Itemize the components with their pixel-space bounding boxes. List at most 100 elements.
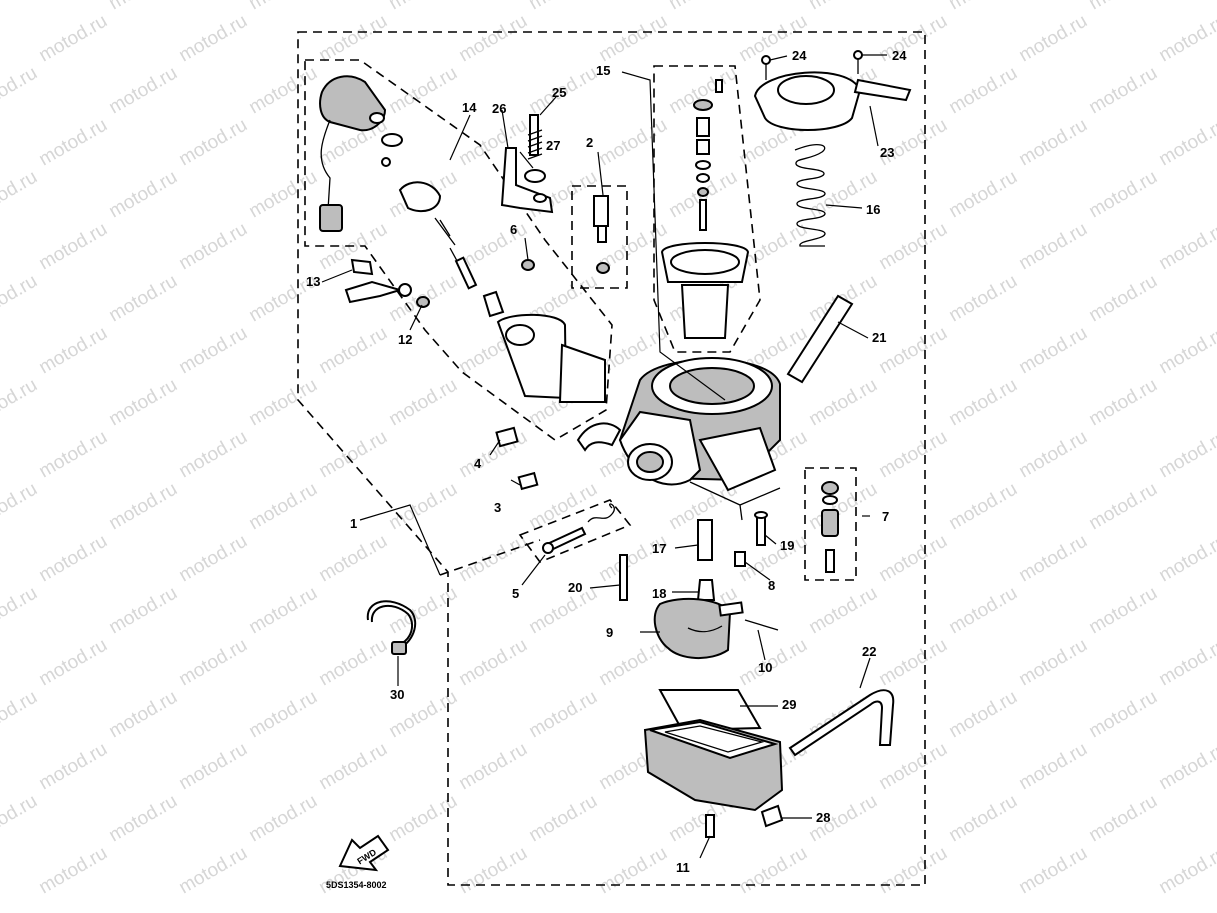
watermark-text: motod.ru	[245, 63, 320, 119]
watermark-text: motod.ru	[525, 687, 600, 743]
watermark-text: motod.ru	[1015, 11, 1090, 67]
watermark-text: motod.ru	[945, 0, 1020, 14]
watermark-text: motod.ru	[455, 427, 530, 483]
watermark-text: motod.ru	[175, 635, 250, 691]
watermark-text: motod.ru	[805, 0, 880, 14]
watermark-text: motod.ru	[0, 791, 41, 847]
watermark-text: motod.ru	[245, 375, 320, 431]
watermark-text: motod.ru	[1015, 427, 1090, 483]
watermark-text: motod.ru	[0, 167, 41, 223]
watermark-text: motod.ru	[385, 375, 460, 431]
watermark-text: motod.ru	[1155, 427, 1217, 483]
jet-needle-assembly	[660, 79, 750, 339]
callout-12: 12	[398, 332, 412, 347]
watermark-text: motod.ru	[105, 375, 180, 431]
callout-18: 18	[652, 586, 666, 601]
watermark-text: motod.ru	[595, 115, 670, 171]
watermark-text: motod.ru	[1155, 739, 1217, 795]
watermark-text: motod.ru	[1015, 219, 1090, 275]
callout-22: 22	[862, 644, 876, 659]
vent-hose	[786, 294, 854, 384]
callout-20: 20	[568, 580, 582, 595]
watermark-text: motod.ru	[315, 739, 390, 795]
subassembly-2-boundary	[571, 185, 628, 289]
callout-11: 11	[676, 860, 690, 875]
watermark-text: motod.ru	[105, 583, 180, 639]
subassembly-14-boundary	[304, 59, 613, 441]
watermark-text: motod.ru	[175, 11, 250, 67]
watermark-text: motod.ru	[945, 791, 1020, 847]
watermark-text: motod.ru	[455, 635, 530, 691]
watermark-text: motod.ru	[1085, 0, 1160, 14]
watermark-text: motod.ru	[595, 11, 670, 67]
callout-7: 7	[882, 509, 889, 524]
watermark-text: motod.ru	[1155, 323, 1217, 379]
watermark-text: motod.ru	[0, 687, 41, 743]
watermark-text: motod.ru	[35, 531, 110, 587]
watermark-text: motod.ru	[35, 219, 110, 275]
watermark-text: motod.ru	[1015, 635, 1090, 691]
callout-1: 1	[350, 516, 357, 531]
callout-17: 17	[652, 541, 666, 556]
callout-13: 13	[306, 274, 320, 289]
callout-21: 21	[872, 330, 886, 345]
watermark-text: motod.ru	[105, 687, 180, 743]
watermark-text: motod.ru	[385, 63, 460, 119]
watermark-text: motod.ru	[945, 375, 1020, 431]
watermark-text: motod.ru	[105, 479, 180, 535]
drawing-code: 5DS1354-8002	[326, 880, 387, 890]
watermark-text: motod.ru	[175, 427, 250, 483]
watermark-text: motod.ru	[35, 635, 110, 691]
callout-30: 30	[390, 687, 404, 702]
watermark-text: motod.ru	[805, 583, 880, 639]
needle-valve-assembly	[821, 481, 839, 573]
watermark-text: motod.ru	[1155, 11, 1217, 67]
watermark-text: motod.ru	[245, 687, 320, 743]
watermark-text: motod.ru	[1085, 791, 1160, 847]
watermark-text: motod.ru	[1085, 375, 1160, 431]
watermark-text: motod.ru	[315, 531, 390, 587]
callout-14: 14	[462, 100, 477, 115]
watermark-text: motod.ru	[315, 323, 390, 379]
watermark-text: motod.ru	[315, 427, 390, 483]
watermark-text: motod.ru	[455, 843, 530, 899]
callout-10: 10	[758, 660, 772, 675]
watermark-text: motod.ru	[0, 0, 41, 14]
watermark-text: motod.ru	[35, 323, 110, 379]
watermark-text: motod.ru	[245, 479, 320, 535]
callout-16: 16	[866, 202, 880, 217]
watermark-text: motod.ru	[105, 63, 180, 119]
watermark-text: motod.ru	[1085, 63, 1160, 119]
watermark-text: motod.ru	[945, 167, 1020, 223]
watermark-text: motod.ru	[175, 115, 250, 171]
watermark-text: motod.ru	[875, 219, 950, 275]
watermark-text: motod.ru	[1085, 167, 1160, 223]
watermark-text: motod.ru	[1155, 635, 1217, 691]
watermark-text: motod.ru	[35, 11, 110, 67]
watermark-text: motod.ru	[175, 531, 250, 587]
watermark-text: motod.ru	[735, 635, 810, 691]
watermark-text: motod.ru	[1085, 583, 1160, 639]
watermark-text: motod.ru	[805, 479, 880, 535]
watermark-text: motod.ru	[175, 739, 250, 795]
watermark-text: motod.ru	[525, 583, 600, 639]
watermark-text: motod.ru	[805, 375, 880, 431]
watermark-text: motod.ru	[0, 271, 41, 327]
callout-9: 9	[606, 625, 613, 640]
watermark-text: motod.ru	[875, 11, 950, 67]
watermark-text: motod.ru	[455, 531, 530, 587]
callout-15: 15	[596, 63, 610, 78]
watermark-text: motod.ru	[595, 635, 670, 691]
watermark-text: motod.ru	[315, 11, 390, 67]
watermark-text: motod.ru	[525, 479, 600, 535]
small-hardware-left	[344, 195, 610, 491]
watermark-text: motod.ru	[735, 843, 810, 899]
watermark-text: motod.ru	[945, 63, 1020, 119]
watermark-text: motod.ru	[175, 843, 250, 899]
watermark-text: motod.ru	[385, 583, 460, 639]
callout-6: 6	[510, 222, 517, 237]
watermark-text: motod.ru	[945, 583, 1020, 639]
